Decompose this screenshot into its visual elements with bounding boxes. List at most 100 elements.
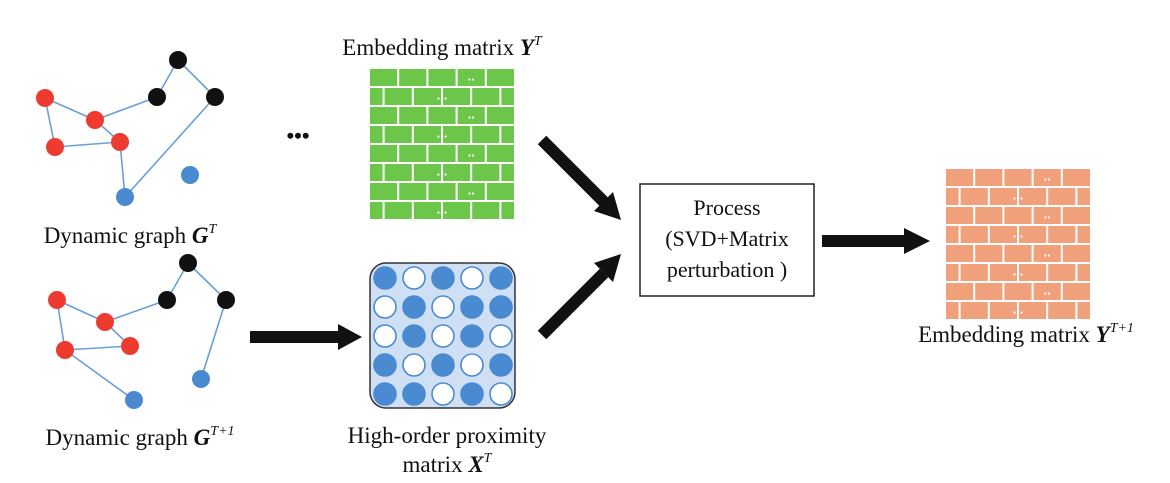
graph-top-nodes bbox=[36, 51, 224, 206]
graph-node bbox=[96, 313, 114, 331]
matrix-cell bbox=[472, 88, 500, 105]
matrix-cell bbox=[384, 126, 412, 143]
matrix-cell bbox=[1019, 302, 1047, 319]
graph-node bbox=[217, 291, 235, 309]
proximity-cell bbox=[373, 266, 397, 290]
matrix-row bbox=[370, 126, 514, 143]
matrix-cell bbox=[384, 202, 412, 219]
matrix-dots: .. bbox=[1044, 283, 1051, 298]
matrix-cell bbox=[1019, 226, 1047, 243]
matrix-cell bbox=[472, 126, 500, 143]
matrix-cell bbox=[486, 69, 514, 86]
matrix-row bbox=[946, 264, 1090, 281]
matrix-cell bbox=[428, 145, 456, 162]
proximity-matrix bbox=[369, 262, 516, 409]
graph-node bbox=[86, 111, 104, 129]
graph-node bbox=[192, 370, 210, 388]
embedding-matrix-top: .................... bbox=[368, 67, 516, 221]
graph-node bbox=[36, 89, 54, 107]
process-box-frame bbox=[639, 183, 815, 297]
matrix-cell bbox=[960, 226, 988, 243]
matrix-cell bbox=[946, 245, 974, 262]
matrix-cell bbox=[1077, 264, 1090, 281]
matrix-border bbox=[368, 67, 516, 221]
matrix-dots: ... bbox=[437, 202, 448, 217]
process-box: Process (SVD+Matrix perturbation ) bbox=[639, 183, 815, 297]
matrix-cell bbox=[1033, 169, 1061, 186]
matrix-cell bbox=[428, 183, 456, 200]
matrix-cell bbox=[946, 207, 974, 224]
matrix-cell bbox=[501, 88, 514, 105]
matrix-row bbox=[370, 145, 514, 162]
proximity-cell bbox=[402, 266, 426, 290]
matrix-cell bbox=[486, 183, 514, 200]
matrix-cell bbox=[443, 126, 471, 143]
matrix-cell bbox=[501, 202, 514, 219]
matrix-cell bbox=[370, 183, 398, 200]
matrix-cell bbox=[989, 188, 1017, 205]
matrix-dots: ... bbox=[437, 126, 448, 141]
proximity-cell bbox=[460, 382, 484, 406]
matrix-cell bbox=[443, 202, 471, 219]
graph-node bbox=[46, 138, 64, 156]
arrowhead-embedding-to-process bbox=[594, 192, 621, 220]
embedding-top-label: Embedding matrix YT bbox=[342, 34, 543, 60]
graph-node bbox=[181, 166, 199, 184]
matrix-cell bbox=[1033, 207, 1061, 224]
matrix-cell bbox=[370, 145, 398, 162]
matrix-cell bbox=[384, 88, 412, 105]
graph-node bbox=[158, 291, 176, 309]
matrix-cell bbox=[1048, 226, 1076, 243]
matrix-row bbox=[370, 107, 514, 124]
graph-node bbox=[56, 341, 74, 359]
proximity-cell bbox=[402, 382, 426, 406]
proximity-label-line1: High-order proximity bbox=[348, 423, 547, 448]
matrix-cell bbox=[399, 183, 427, 200]
matrix-cell bbox=[457, 183, 485, 200]
matrix-row bbox=[370, 69, 514, 86]
matrix-cell bbox=[1077, 226, 1090, 243]
matrix-cell bbox=[1048, 302, 1076, 319]
graph-bottom-label: Dynamic graph GT+1 bbox=[45, 424, 234, 450]
matrix-cell bbox=[370, 202, 383, 219]
matrix-cell bbox=[370, 69, 398, 86]
matrix-cell bbox=[1062, 207, 1090, 224]
matrix-cell bbox=[399, 145, 427, 162]
graph-node bbox=[111, 133, 129, 151]
graph-node bbox=[121, 337, 139, 355]
matrix-cell bbox=[1062, 283, 1090, 300]
dynamic-graph-bottom bbox=[48, 254, 235, 409]
matrix-dots: .. bbox=[468, 69, 475, 84]
matrix-cell bbox=[428, 107, 456, 124]
matrix-cell bbox=[443, 88, 471, 105]
matrix-cell bbox=[989, 302, 1017, 319]
matrix-cell bbox=[457, 107, 485, 124]
dynamic-graph-top bbox=[36, 51, 224, 206]
matrix-row bbox=[946, 169, 1090, 186]
proximity-cells bbox=[373, 266, 513, 406]
matrix-cell bbox=[370, 88, 383, 105]
matrix-cell bbox=[989, 226, 1017, 243]
matrix-cell bbox=[413, 164, 441, 181]
arrow-proximity-to-process bbox=[537, 268, 609, 340]
matrix-dots: ... bbox=[1013, 188, 1024, 203]
matrix-cell bbox=[486, 107, 514, 124]
matrix-dots: ... bbox=[437, 88, 448, 103]
matrix-cell bbox=[1033, 245, 1061, 262]
matrix-cell bbox=[413, 202, 441, 219]
graph-node bbox=[125, 391, 143, 409]
graph-bottom-nodes bbox=[48, 254, 235, 409]
arrows bbox=[250, 135, 912, 343]
matrix-dots: .. bbox=[468, 183, 475, 198]
matrix-row bbox=[946, 283, 1090, 300]
matrix-row bbox=[370, 183, 514, 200]
matrix-cell bbox=[1004, 245, 1032, 262]
matrix-cell bbox=[501, 164, 514, 181]
matrix-cell bbox=[975, 245, 1003, 262]
proximity-cell bbox=[460, 266, 484, 290]
matrix-dots: .. bbox=[1044, 207, 1051, 222]
matrix-cell bbox=[1062, 169, 1090, 186]
proximity-cell bbox=[373, 324, 397, 348]
arrowhead-process-to-output bbox=[904, 228, 930, 254]
